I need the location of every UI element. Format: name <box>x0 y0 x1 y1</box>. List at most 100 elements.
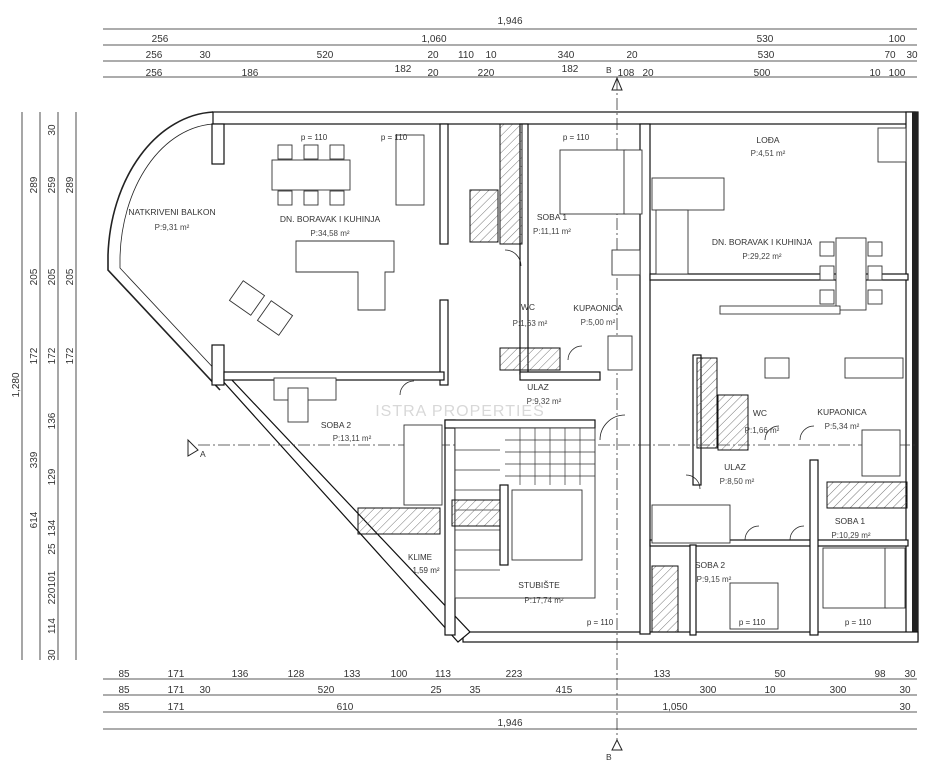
room-area: P:5,34 m² <box>825 422 860 431</box>
dim-label: 100 <box>889 34 906 45</box>
dim-label: 171 <box>168 669 185 680</box>
dim-label: 530 <box>757 34 774 45</box>
dim-label: 129 <box>47 468 58 485</box>
dim-label: 85 <box>118 702 130 713</box>
dim-label: 10 <box>869 68 881 79</box>
room-area: P:10,29 m² <box>831 531 870 540</box>
dim-label: 25 <box>47 543 58 555</box>
dim-label: 100 <box>889 68 906 79</box>
dim-label: 136 <box>232 669 249 680</box>
window-label: p = 110 <box>845 618 872 627</box>
dim-label: 172 <box>65 347 76 364</box>
dim-label: 128 <box>288 669 305 680</box>
dim-label: 30 <box>47 124 58 136</box>
room-area: P:29,22 m² <box>742 252 781 261</box>
top-dimensions: 1,946 256 1,060 530 100 256 30 520 20 11… <box>103 16 918 79</box>
dim-label: 186 <box>242 68 259 79</box>
dim-label: 10 <box>764 685 776 696</box>
room-area: P:4,51 m² <box>751 149 786 158</box>
dim-label: 20 <box>626 50 638 61</box>
furniture <box>228 127 907 630</box>
room-name: DN. BORAVAK I KUHINJA <box>712 237 813 247</box>
window-label: p = 110 <box>739 618 766 627</box>
dim-label: 171 <box>168 702 185 713</box>
top-total-dimension: 1,946 <box>497 16 522 27</box>
room-area: P:34,58 m² <box>310 229 349 238</box>
dim-label: 520 <box>317 50 334 61</box>
room-area: P:9,31 m² <box>155 223 190 232</box>
dim-label: 339 <box>29 451 40 468</box>
room-area: P:9,15 m² <box>697 575 732 584</box>
dim-label: 256 <box>146 50 163 61</box>
dim-label: 35 <box>469 685 481 696</box>
room-labels: NATKRIVENI BALKON P:9,31 m² DN. BORAVAK … <box>128 135 871 605</box>
room-name: ULAZ <box>527 382 549 392</box>
left-dimensions: 1,280 289 205 172 339 614 30 259 205 172… <box>11 112 77 661</box>
dim-label: 98 <box>874 669 886 680</box>
dim-label: 205 <box>65 268 76 285</box>
dim-label: 133 <box>654 669 671 680</box>
dim-label: 300 <box>700 685 717 696</box>
dim-label: 20 <box>642 68 654 79</box>
room-area: 1,59 m² <box>412 566 439 575</box>
window-labels: p = 110 p = 110 p = 110 p = 110 p = 110 … <box>301 133 872 627</box>
section-mark-a-left: A <box>200 449 206 459</box>
dim-label: 182 <box>395 64 412 75</box>
dim-label: 136 <box>47 412 58 429</box>
room-name: SOBA 2 <box>695 560 726 570</box>
dim-label: 108 <box>618 68 635 79</box>
room-name: WC <box>521 302 535 312</box>
watermark: ISTRA PROPERTIES <box>375 403 545 420</box>
room-name: SOBA 1 <box>537 212 568 222</box>
room-area: P:17,74 m² <box>524 596 563 605</box>
window-label: p = 110 <box>587 618 614 627</box>
dim-label: 182 <box>562 64 579 75</box>
window-label: p = 110 <box>301 133 328 142</box>
dim-label: 113 <box>435 669 451 680</box>
room-name: KUPAONICA <box>817 407 867 417</box>
room-area: P:11,11 m² <box>533 227 571 236</box>
room-area: P:13,11 m² <box>333 434 372 443</box>
dim-label: 20 <box>427 68 439 79</box>
bottom-dimensions: 85 171 136 128 133 100 113 223 133 50 98… <box>103 669 917 730</box>
dim-label: 30 <box>899 685 911 696</box>
dim-label: 530 <box>758 50 775 61</box>
dim-label: 259 <box>47 176 58 193</box>
section-mark-b-bottom: B <box>606 752 612 762</box>
room-name: NATKRIVENI BALKON <box>128 207 215 217</box>
dim-label: 30 <box>899 702 911 713</box>
dim-label: 30 <box>199 685 211 696</box>
room-name: WC <box>753 408 767 418</box>
room-area: P:8,50 m² <box>720 477 755 486</box>
dim-label: 340 <box>558 50 575 61</box>
dim-label: 50 <box>774 669 786 680</box>
dim-label: 25 <box>430 685 442 696</box>
dim-label: 256 <box>146 68 163 79</box>
dim-label: 1,060 <box>421 34 446 45</box>
window-label: p = 110 <box>381 133 408 142</box>
dim-label: 110 <box>458 50 474 61</box>
room-name: STUBIŠTE <box>518 580 560 590</box>
dim-label: 114 <box>47 618 58 634</box>
room-name: KUPAONICA <box>573 303 623 313</box>
dim-label: 289 <box>65 176 76 193</box>
dim-label: 133 <box>344 669 361 680</box>
dim-label: 1,050 <box>662 702 687 713</box>
room-area: P:5,00 m² <box>581 318 616 327</box>
dim-label: 610 <box>337 702 354 713</box>
dim-label: 289 <box>29 176 40 193</box>
dim-label: 220 <box>47 587 58 604</box>
dim-label: 10 <box>485 50 497 61</box>
dim-label: 20 <box>427 50 439 61</box>
dim-label: 172 <box>47 347 58 364</box>
room-name: SOBA 1 <box>835 516 866 526</box>
room-area: P:1,63 m² <box>513 319 548 328</box>
dim-label: 223 <box>506 669 523 680</box>
room-area: P:9,32 m² <box>527 397 562 406</box>
dim-label: 500 <box>754 68 771 79</box>
dim-label: 205 <box>47 268 58 285</box>
dim-label: 171 <box>168 685 185 696</box>
dim-label: 85 <box>118 669 130 680</box>
room-name: ULAZ <box>724 462 746 472</box>
